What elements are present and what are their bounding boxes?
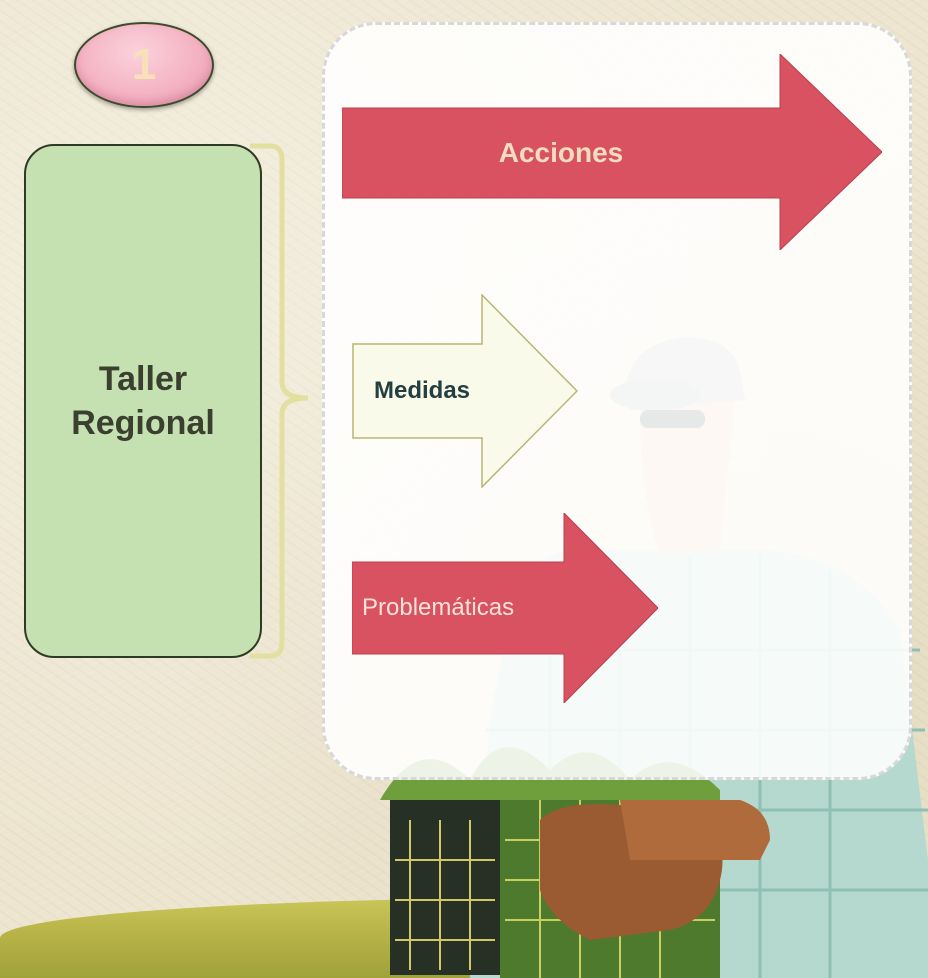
taller-label-line2: Regional bbox=[71, 404, 215, 442]
taller-regional-box: Taller Regional bbox=[24, 144, 262, 658]
step-number-badge: 1 bbox=[74, 22, 214, 108]
problematicas-label: Problemáticas bbox=[362, 562, 602, 654]
medidas-text: Medidas bbox=[374, 377, 471, 404]
curly-bracket bbox=[250, 143, 309, 659]
medidas-arrow bbox=[352, 294, 578, 488]
taller-regional-label: Taller Regional bbox=[71, 357, 215, 445]
problematicas-arrow bbox=[352, 513, 658, 703]
problematicas-text: Problemáticas bbox=[362, 594, 515, 621]
acciones-label: Acciones bbox=[342, 108, 780, 198]
medidas-label: Medidas bbox=[374, 344, 534, 438]
crate-left-grid bbox=[395, 820, 495, 970]
acciones-arrow bbox=[342, 54, 882, 250]
acciones-text: Acciones bbox=[498, 137, 624, 168]
taller-label-line1: Taller bbox=[98, 359, 188, 398]
crate-left bbox=[390, 800, 500, 975]
farmer-glove-right bbox=[620, 800, 770, 860]
step-number: 1 bbox=[131, 40, 157, 89]
